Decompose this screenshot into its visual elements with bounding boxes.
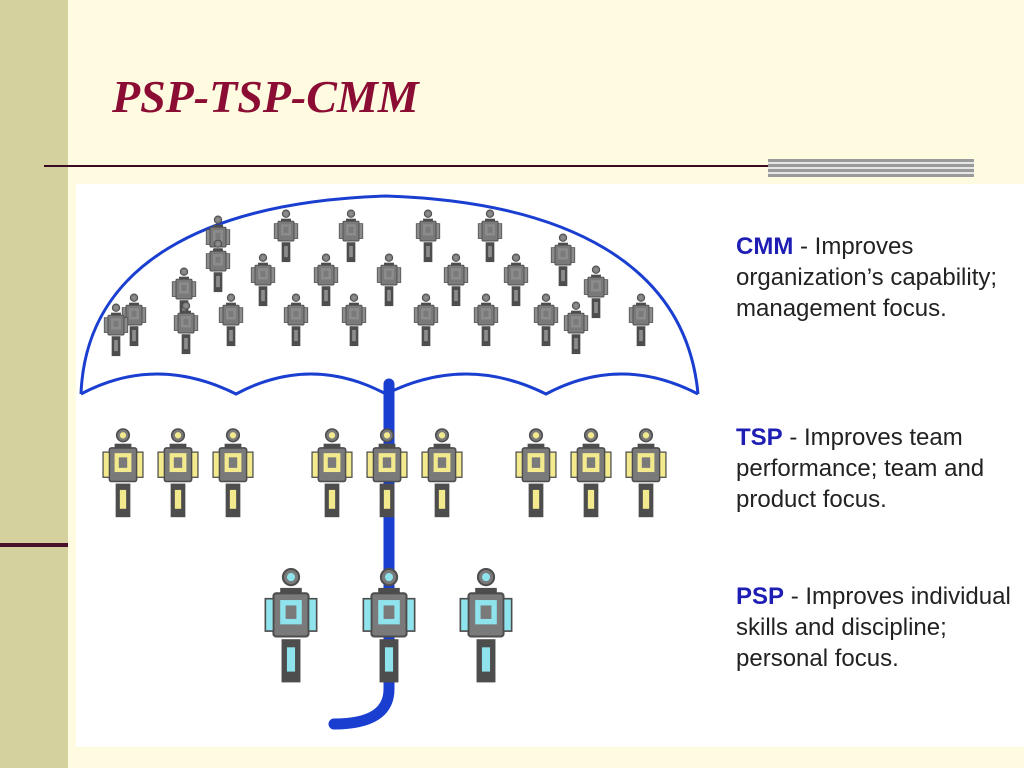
cmm-person-figure — [443, 253, 469, 307]
psp-person-figure — [362, 567, 416, 683]
psp-person-figure — [264, 567, 318, 683]
cmm-person-figure — [250, 253, 276, 307]
cmm-person-figure — [376, 253, 402, 307]
cmm-person-figure — [477, 209, 503, 263]
tsp-person-figure — [625, 428, 667, 518]
cmm-term: CMM — [736, 233, 794, 260]
cmm-person-figure — [473, 293, 499, 347]
people-figures — [102, 209, 667, 683]
tsp-text: - Improves team performance; team and pr… — [736, 424, 985, 513]
psp-term: PSP — [736, 583, 785, 610]
slide-title: PSP-TSP-CMM — [112, 71, 419, 122]
umbrella — [79, 194, 700, 730]
cmm-person-figure — [218, 293, 244, 347]
psp-description: PSP - Improves individual skills and dis… — [736, 581, 1022, 674]
cmm-person-figure — [121, 293, 147, 347]
tsp-person-figure — [515, 428, 557, 518]
cmm-person-figure — [533, 293, 559, 347]
title-accent-bar — [768, 159, 974, 177]
cmm-person-figure — [173, 301, 199, 355]
tsp-person-figure — [102, 428, 144, 518]
tsp-person-figure — [366, 428, 408, 518]
psp-person-figure — [459, 567, 513, 683]
tsp-term: TSP — [736, 424, 783, 451]
psp-text: - Improves individual skills and discipl… — [736, 583, 1011, 672]
cmm-person-figure — [583, 265, 609, 319]
left-band-divider — [0, 543, 68, 547]
tsp-person-figure — [212, 428, 254, 518]
tsp-person-figure — [421, 428, 463, 518]
tsp-person-figure — [311, 428, 353, 518]
umbrella-diagram — [79, 194, 700, 730]
tsp-person-figure — [570, 428, 612, 518]
cmm-person-figure — [338, 209, 364, 263]
cmm-person-figure — [563, 301, 589, 355]
cmm-person-figure — [283, 293, 309, 347]
cmm-description: CMM - Improves organization’s capability… — [736, 231, 1022, 324]
cmm-text: - Improves organization’s capability; ma… — [736, 233, 998, 322]
cmm-person-figure — [205, 239, 231, 293]
cmm-person-figure — [171, 267, 197, 321]
cmm-person-figure — [550, 233, 576, 287]
left-decor-band — [0, 0, 68, 768]
umbrella-canopy — [79, 194, 700, 395]
title-rule — [44, 165, 974, 167]
cmm-person-figure — [103, 303, 129, 357]
cmm-person-figure — [273, 209, 299, 263]
cmm-person-figure — [413, 293, 439, 347]
content-panel: CMM - Improves organization’s capability… — [76, 184, 1024, 747]
tsp-description: TSP - Improves team performance; team an… — [736, 422, 1022, 515]
cmm-person-figure — [341, 293, 367, 347]
cmm-person-figure — [503, 253, 529, 307]
cmm-person-figure — [628, 293, 654, 347]
cmm-person-figure — [415, 209, 441, 263]
umbrella-shaft — [328, 378, 395, 730]
cmm-person-figure — [313, 253, 339, 307]
tsp-person-figure — [157, 428, 199, 518]
